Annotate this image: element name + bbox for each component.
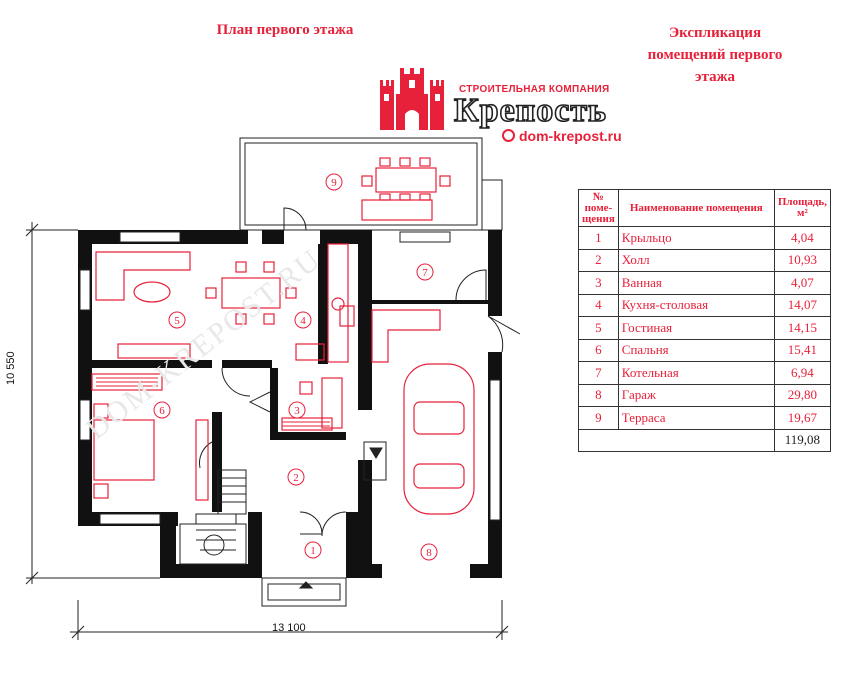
room-label-4: 4: [300, 315, 306, 327]
explication-title-line-3: этажа: [695, 69, 735, 85]
header-number: № поме-щения: [578, 189, 619, 227]
cell-name: Спальня: [617, 338, 775, 362]
staircase: [179, 441, 387, 565]
explication-table: № поме-щения Наименование помещения Площ…: [578, 189, 832, 452]
logo-website: dom-krepost.ru: [519, 128, 622, 144]
explication-title: Экспликация помещений первого этажа: [590, 22, 840, 88]
room-label-5: 5: [174, 315, 180, 327]
doors: [199, 207, 521, 537]
cell-name: Крыльцо: [617, 226, 775, 250]
explication-title-line-1: Экспликация: [668, 25, 762, 41]
room-label-6: 6: [159, 405, 165, 417]
room-label-3: 3: [294, 405, 300, 417]
logo-company: СТРОИТЕЛЬНАЯ КОМПАНИЯ: [459, 84, 610, 95]
header-area: Площадь, м²: [773, 189, 832, 227]
porch: [261, 577, 347, 607]
logo-brand: Крепость: [453, 91, 608, 130]
cell-area: 14,15: [773, 316, 832, 340]
dimension-height: 10 550: [5, 351, 17, 385]
cell-area: 14,07: [773, 293, 832, 317]
table-header-row: № поме-щения Наименование помещения Площ…: [578, 189, 832, 227]
dimension-lines: [25, 222, 509, 640]
room-label-9: 9: [331, 177, 337, 189]
furniture: [91, 157, 475, 515]
room-label-1: 1: [310, 545, 316, 557]
explication-title-line-2: помещений первого: [647, 47, 783, 63]
windows: [79, 231, 501, 525]
dimension-width: 13 100: [272, 622, 306, 634]
header-name: Наименование помещения: [617, 189, 775, 227]
cell-area: 4,07: [773, 271, 832, 295]
total-area: 119,08: [773, 428, 832, 452]
room-label-8: 8: [426, 547, 432, 559]
globe-icon: [502, 129, 515, 142]
table-total-row: 119,08: [578, 428, 832, 452]
cell-area: 4,04: [773, 226, 832, 250]
cell-area: 19,67: [773, 406, 832, 430]
cell-name: Котельная: [617, 361, 775, 385]
cell-area: 15,41: [773, 338, 832, 362]
room-label-2: 2: [293, 472, 299, 484]
interior-walls: [92, 244, 488, 512]
terrace: [239, 137, 503, 231]
cell-area: 29,80: [773, 383, 832, 407]
room-label-7: 7: [422, 267, 428, 279]
castle-logo-icon: [380, 68, 444, 130]
plan-title: План первого этажа: [216, 22, 354, 38]
room-labels: 1 2 3 4 5 6 7 8 9: [153, 173, 438, 561]
company-logo: СТРОИТЕЛЬНАЯ КОМПАНИЯ Крепость dom-krepo…: [374, 62, 664, 152]
bed-hatch: [96, 377, 330, 427]
